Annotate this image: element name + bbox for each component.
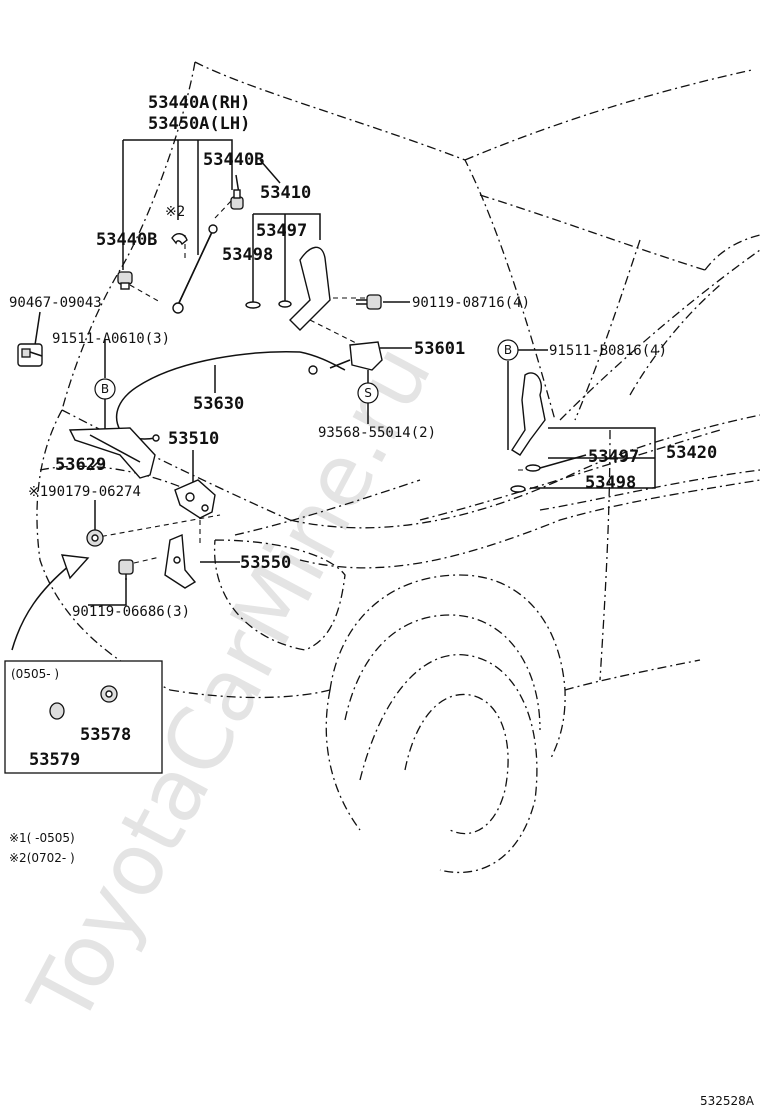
inset-pointer-arrowhead bbox=[60, 554, 90, 580]
ball-stud-upper bbox=[230, 189, 244, 210]
label-mark2: ※2 bbox=[165, 204, 185, 220]
nut-90179 bbox=[86, 529, 104, 547]
label-90119-08716[interactable]: 90119-08716(4) bbox=[412, 295, 530, 311]
svg-text:S: S bbox=[364, 386, 372, 400]
vehicle-outline bbox=[36, 61, 760, 874]
label-53410[interactable]: 53410 bbox=[260, 183, 311, 203]
svg-text:B: B bbox=[504, 343, 512, 357]
label-91511-b0816[interactable]: 91511-B0816(4) bbox=[549, 343, 667, 359]
clip-90467 bbox=[17, 343, 43, 367]
label-53440b-top[interactable]: 53440B bbox=[203, 150, 264, 170]
hood-lock-release-lever bbox=[308, 341, 383, 375]
label-53601[interactable]: 53601 bbox=[414, 339, 465, 359]
note-2: ※2(0702- ) bbox=[9, 851, 75, 865]
inset-box: (0505- ) 53578 53579 bbox=[4, 660, 163, 774]
bolt-90119-06686 bbox=[118, 559, 134, 580]
label-53450a-lh[interactable]: 53450A(LH) bbox=[148, 114, 250, 134]
hood-support-strut bbox=[172, 224, 218, 314]
hood-hinge-rh bbox=[510, 372, 546, 493]
label-53550[interactable]: 53550 bbox=[240, 553, 291, 573]
hood-lock-bracket bbox=[68, 427, 156, 479]
diagram-id: 532528A bbox=[700, 1094, 755, 1108]
bolt-90119-08716 bbox=[356, 294, 382, 310]
label-53629[interactable]: 53629 bbox=[55, 455, 106, 475]
note-1: ※1( -0505) bbox=[9, 831, 75, 845]
label-90119-06686[interactable]: 90119-06686(3) bbox=[72, 604, 190, 620]
cushion-53498-top bbox=[245, 301, 261, 309]
label-53497-right[interactable]: 53497 bbox=[588, 447, 639, 467]
label-53498-right[interactable]: 53498 bbox=[585, 473, 636, 493]
hood-lock bbox=[174, 479, 216, 519]
clip-53578 bbox=[100, 685, 118, 703]
label-53630[interactable]: 53630 bbox=[193, 394, 244, 414]
label-90179-06274[interactable]: ※190179-06274 bbox=[28, 484, 141, 500]
label-91511-a0610[interactable]: 91511-A0610(3) bbox=[52, 331, 170, 347]
label-53440b-left[interactable]: 53440B bbox=[96, 230, 157, 250]
label-53497-top[interactable]: 53497 bbox=[256, 221, 307, 241]
label-53498-top[interactable]: 53498 bbox=[222, 245, 273, 265]
leader-lines bbox=[34, 139, 656, 745]
clip-53579 bbox=[49, 702, 65, 720]
clip-mark2 bbox=[171, 233, 188, 246]
cushion-53497-top bbox=[278, 300, 292, 308]
label-53510[interactable]: 53510 bbox=[168, 429, 219, 449]
label-90467-09043[interactable]: 90467-09043 bbox=[9, 295, 102, 311]
callout-b-right: B bbox=[497, 339, 519, 361]
label-53420[interactable]: 53420 bbox=[666, 443, 717, 463]
label-53579[interactable]: 53579 bbox=[29, 750, 80, 770]
label-93568-55014[interactable]: 93568-55014(2) bbox=[318, 425, 436, 441]
label-53578[interactable]: 53578 bbox=[80, 725, 131, 745]
callout-b-left: B bbox=[94, 378, 116, 400]
inset-date-range: (0505- ) bbox=[11, 667, 59, 681]
svg-text:B: B bbox=[101, 382, 109, 396]
inset-pointer-arrow bbox=[11, 564, 71, 651]
hood-hinge-lh bbox=[289, 246, 331, 331]
part-labels: 53440A(RH) 53450A(LH) 53440B 53410 ※2 53… bbox=[9, 93, 717, 620]
ball-stud-lower bbox=[117, 271, 133, 290]
alignment-lines bbox=[92, 199, 530, 564]
parts bbox=[17, 189, 546, 589]
label-53440a-rh[interactable]: 53440A(RH) bbox=[148, 93, 250, 113]
hood-hook bbox=[164, 533, 197, 589]
callout-s: S bbox=[357, 382, 379, 404]
